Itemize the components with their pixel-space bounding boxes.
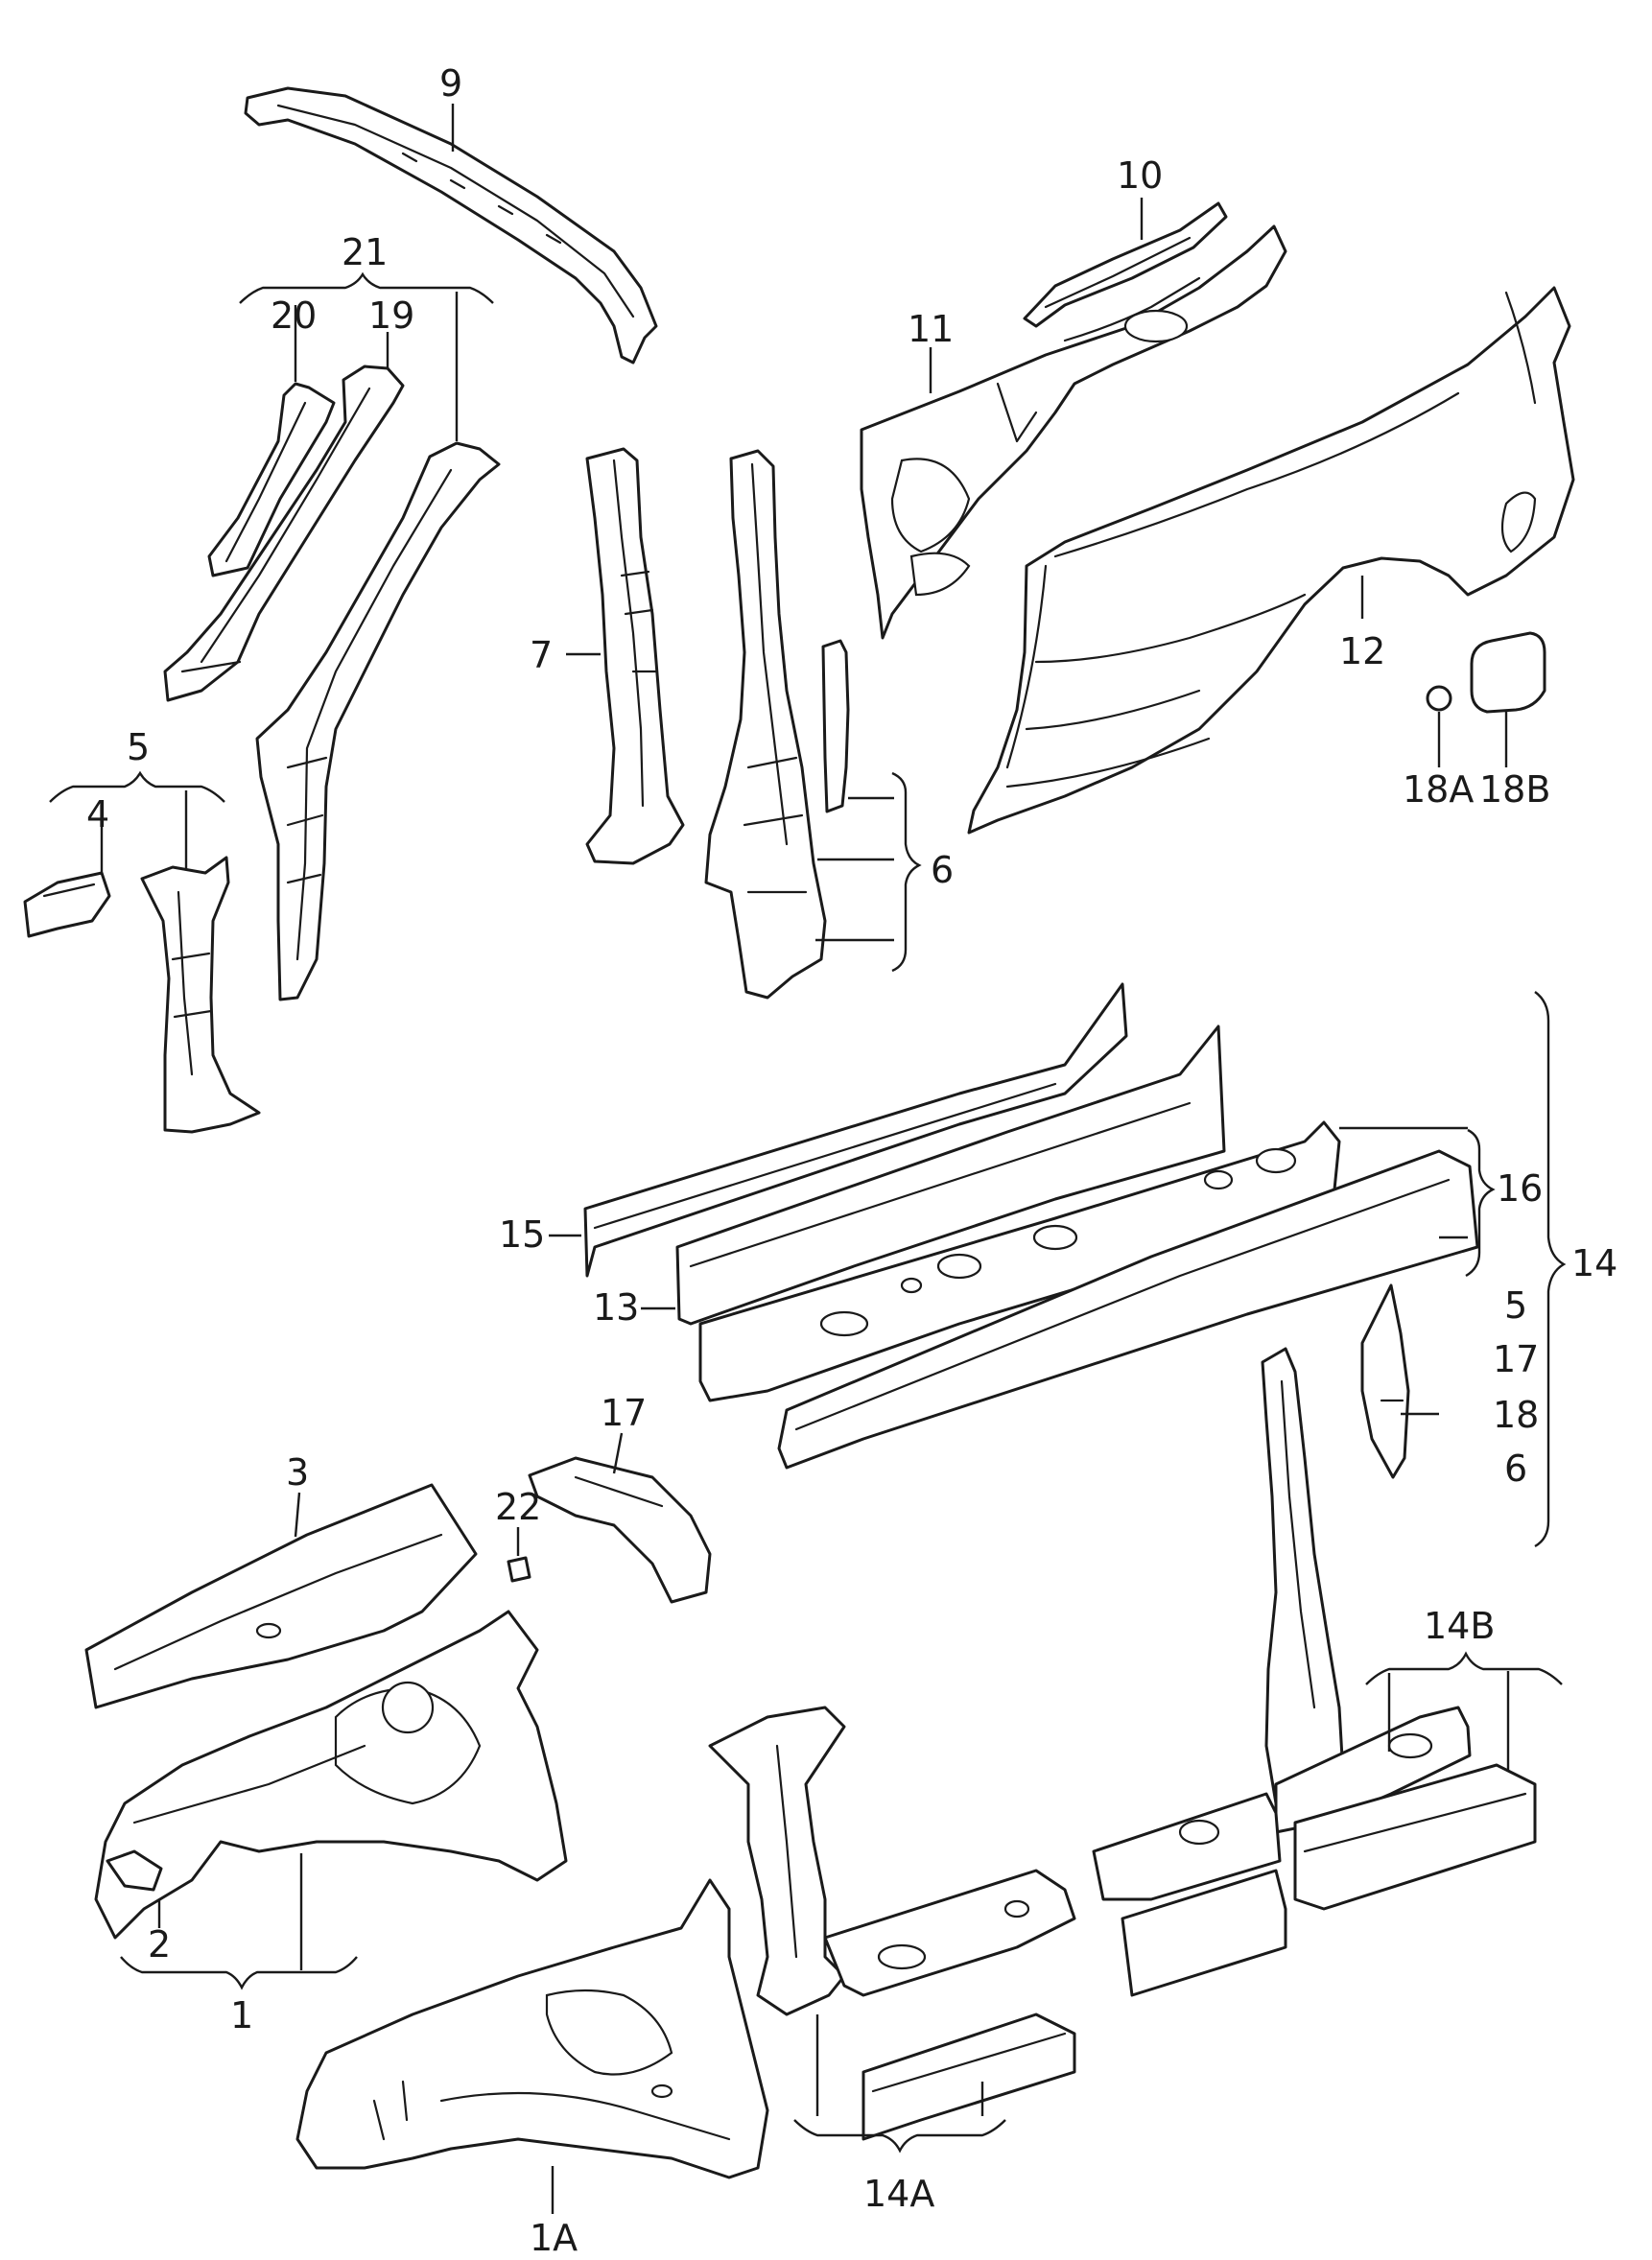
label-14A: 14A <box>863 2173 934 2215</box>
label-16: 16 <box>1497 1167 1543 1210</box>
part-1A-inner-wheelhouse <box>295 1878 769 2179</box>
label-19: 19 <box>368 294 414 337</box>
part-7-b-pillar-inner <box>585 447 685 865</box>
label-14-sub-17: 17 <box>1493 1338 1539 1380</box>
label-14-sub-5: 5 <box>1504 1284 1527 1327</box>
part-18A-plug <box>1426 685 1452 712</box>
label-13: 13 <box>593 1286 639 1329</box>
part-9-roof-rail <box>244 86 658 365</box>
label-4: 4 <box>86 793 109 836</box>
label-14-sub-18: 18 <box>1493 1394 1539 1436</box>
part-18B-fuel-flap <box>1470 631 1546 714</box>
part-15-sill-outer <box>583 982 1128 1278</box>
leader-lines <box>49 104 1567 2214</box>
part-19-pillar-inner <box>163 365 405 702</box>
label-7: 7 <box>530 634 553 676</box>
label-5: 5 <box>127 726 150 768</box>
part-1-front-wheelhouse <box>94 1610 568 1940</box>
part-10-panel-strip <box>1023 201 1228 328</box>
label-15: 15 <box>499 1213 545 1256</box>
label-1A: 1A <box>530 2217 578 2259</box>
label-20: 20 <box>271 294 317 337</box>
label-14: 14 <box>1571 1242 1617 1284</box>
part-18-bracket <box>1360 1283 1410 1479</box>
label-18A: 18A <box>1403 768 1474 811</box>
part-14B-sill-rear <box>1261 1347 1537 1911</box>
part-17-bracket <box>528 1456 712 1604</box>
label-14-sub-6: 6 <box>1504 1448 1527 1490</box>
part-14A-sill-front <box>708 1706 1287 2141</box>
label-10: 10 <box>1117 154 1163 197</box>
part-6-b-pillar-assembly <box>704 449 850 1000</box>
label-11: 11 <box>908 308 954 350</box>
part-21-a-pillar <box>255 441 501 1001</box>
label-22: 22 <box>495 1486 541 1528</box>
label-2: 2 <box>148 1923 171 1966</box>
part-22-clip <box>507 1556 531 1583</box>
label-9: 9 <box>439 62 462 105</box>
label-6: 6 <box>931 849 954 891</box>
label-12: 12 <box>1339 630 1385 672</box>
label-14B: 14B <box>1424 1605 1495 1647</box>
part-16-sill-reinforcement <box>698 1120 1479 1470</box>
part-5-lower-pillar <box>140 856 261 1134</box>
callout-labels: 9 10 21 20 19 11 7 12 18A 18B 5 4 6 16 1… <box>86 62 1617 2259</box>
part-20-pillar-reinforcement <box>207 382 336 577</box>
label-17: 17 <box>601 1392 647 1434</box>
part-12-rear-quarter-panel <box>967 286 1575 835</box>
part-4-bracket <box>23 871 111 938</box>
label-21: 21 <box>342 231 388 273</box>
part-13-sill-inner <box>675 1024 1226 1326</box>
label-3: 3 <box>286 1451 309 1494</box>
part-3-upper-rail <box>84 1483 478 1709</box>
label-18B: 18B <box>1479 768 1550 811</box>
label-1: 1 <box>230 1994 253 2036</box>
part-11-quarter-inner-panel <box>860 224 1287 640</box>
